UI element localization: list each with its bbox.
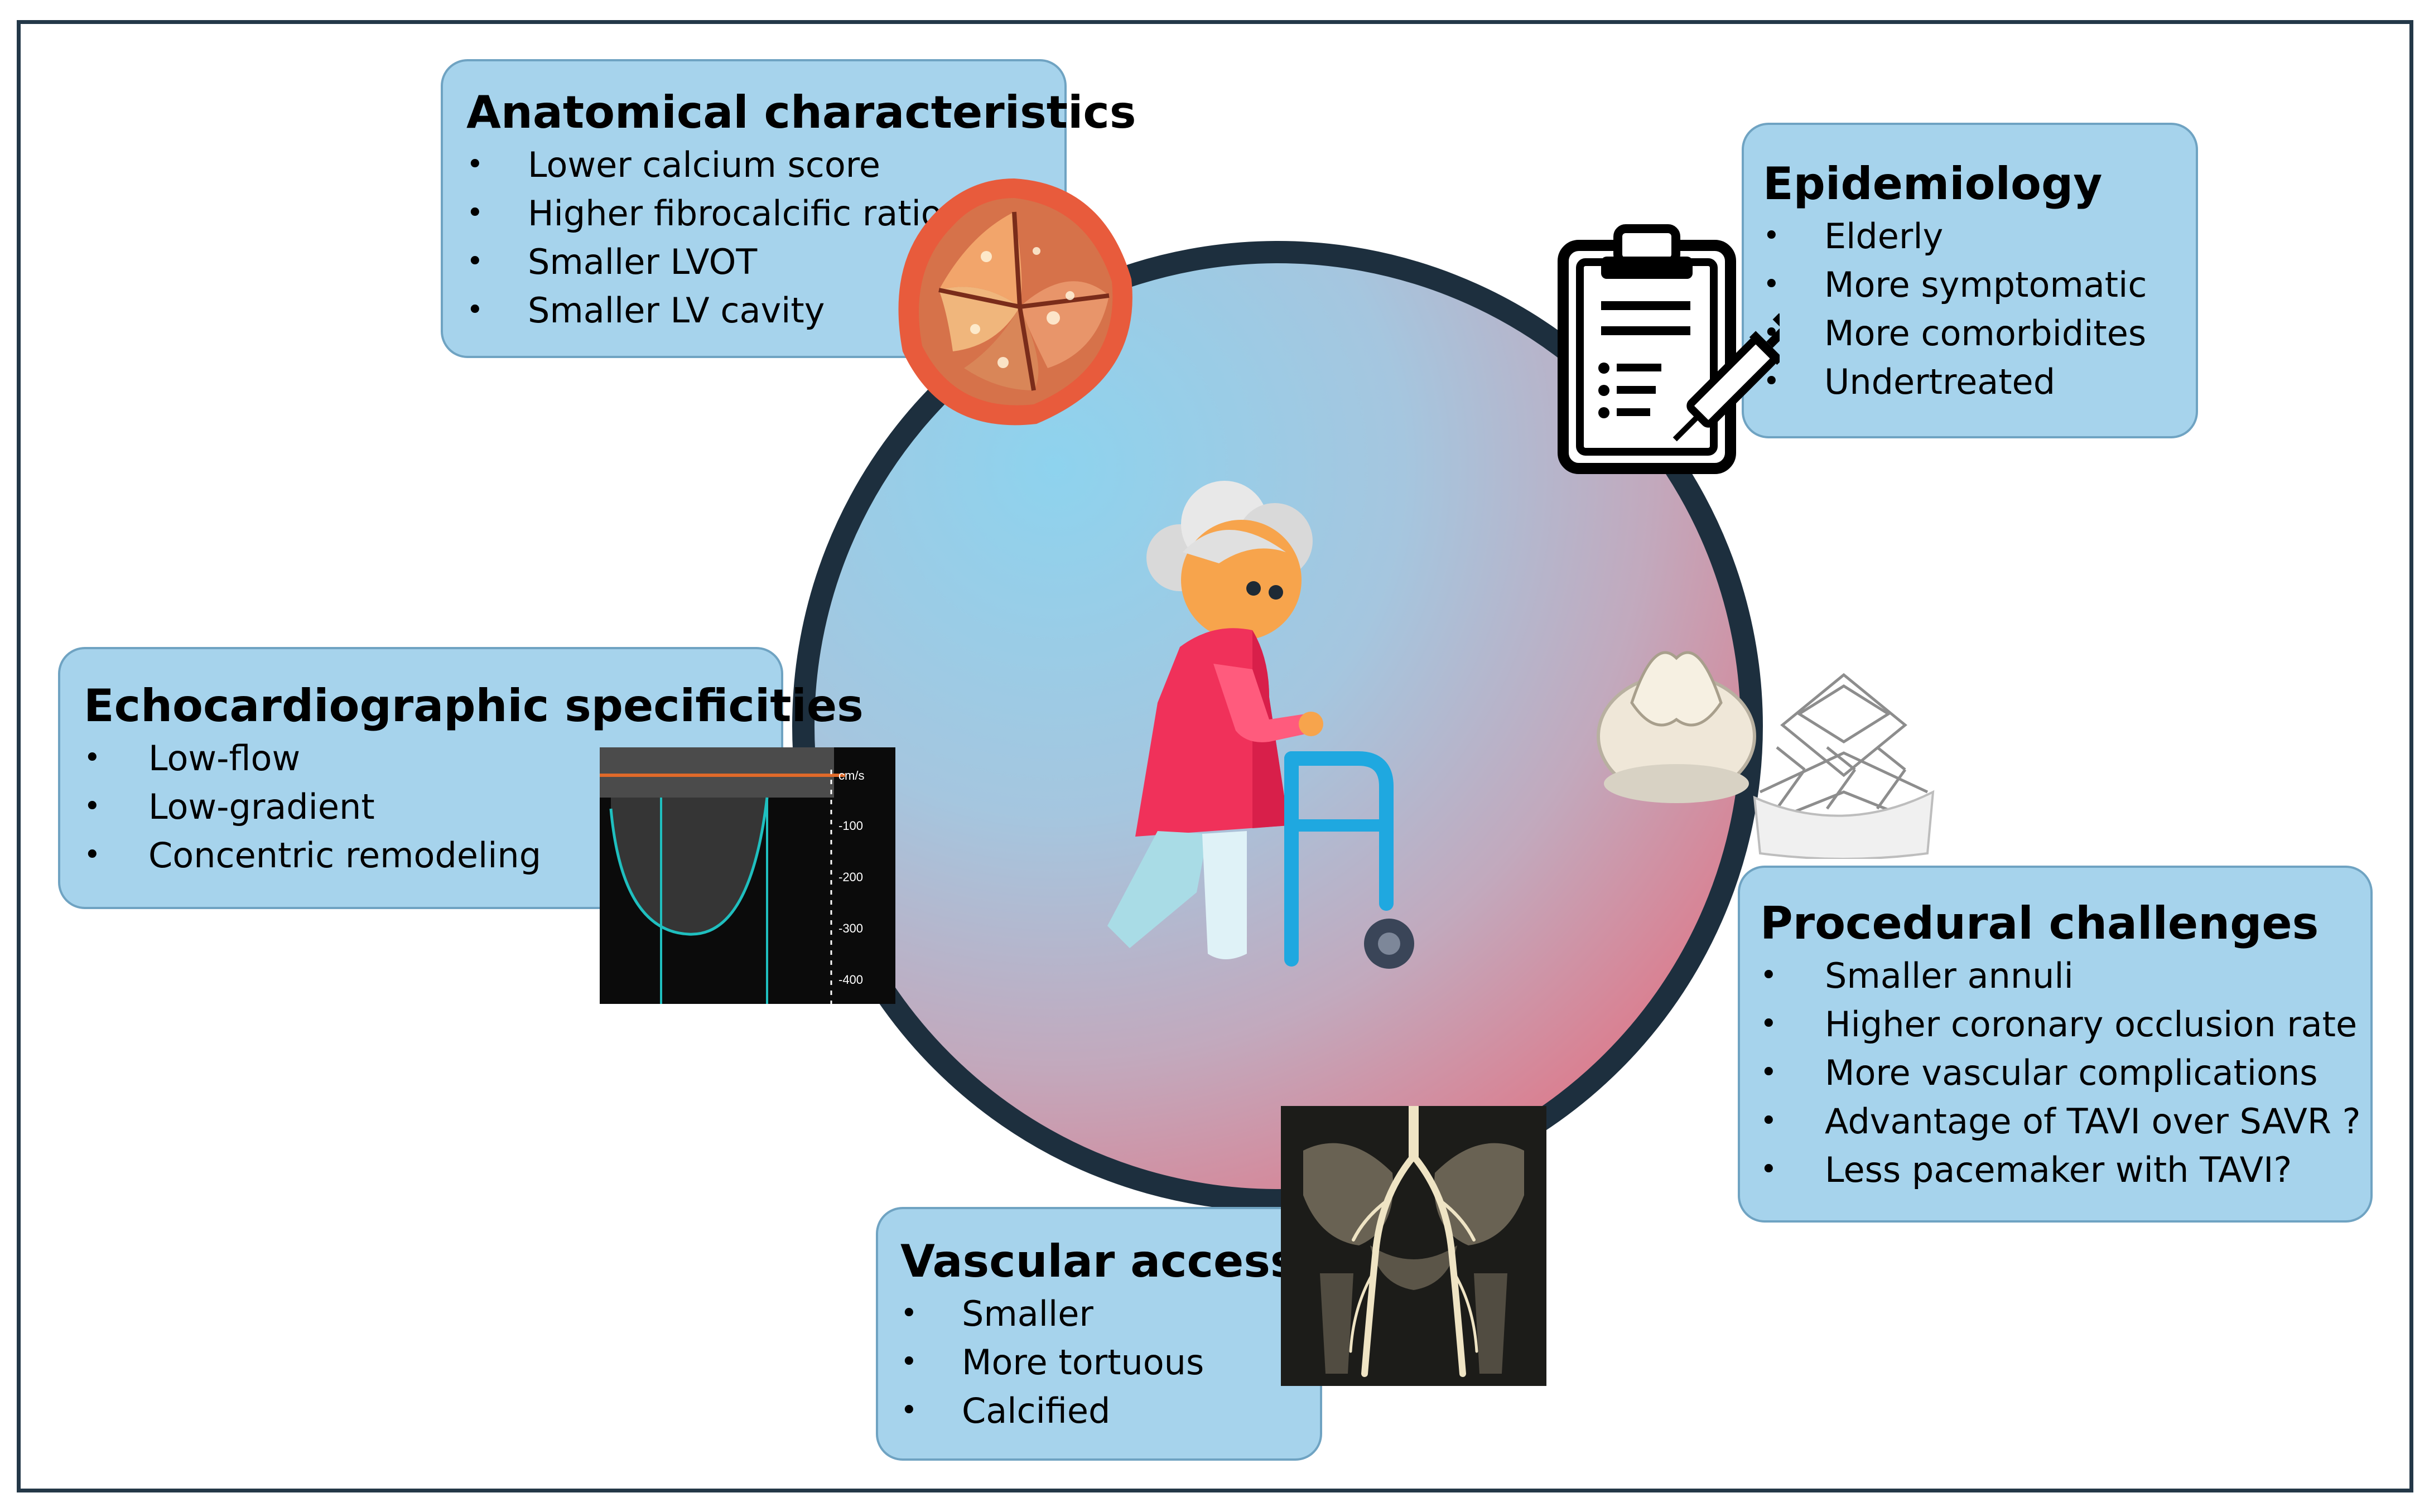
list-item: Smaller: [900, 1289, 1320, 1338]
echocardiographic-specificities-list: Low-flow Low-gradient Concentric remodel…: [84, 734, 781, 880]
anatomical-characteristics-list: Lower calcium score Higher fibrocalcific…: [466, 141, 1064, 335]
list-item: More comorbidites: [1763, 309, 2196, 358]
doppler-trace: cm/s -100 -200 -300 -400: [600, 747, 895, 1004]
list-item: More symptomatic: [1763, 260, 2196, 309]
list-item: Lower calcium score: [466, 141, 1064, 189]
doppler-echocardiography-image: cm/s -100 -200 -300 -400: [600, 747, 895, 1004]
doppler-tick-label: -100: [838, 819, 863, 833]
list-item: More tortuous: [900, 1338, 1320, 1387]
anatomical-characteristics-title: Anatomical characteristics: [466, 86, 1136, 138]
list-item: Higher fibrocalcific ratio: [466, 189, 1064, 238]
epidemiology-title: Epidemiology: [1763, 158, 2103, 210]
clipboard-syringe-icon: [1558, 224, 1780, 474]
procedural-challenges-box: Procedural challenges Smaller annuli Hig…: [1738, 866, 2373, 1223]
list-item: Concentric remodeling: [84, 831, 781, 880]
vascular-access-title: Vascular access: [900, 1235, 1297, 1287]
list-item: Smaller annuli: [1760, 951, 2370, 1000]
epidemiology-box: Epidemiology Elderly More symptomatic Mo…: [1742, 123, 2198, 438]
iliofemoral-ct-angiography-image: [1281, 1106, 1546, 1386]
list-item: Higher coronary occlusion rate: [1760, 1000, 2370, 1049]
vascular-access-box: Vascular access Smaller More tortuous Ca…: [876, 1207, 1322, 1461]
angiography-render: [1281, 1106, 1546, 1386]
list-item: Advantage of TAVI over SAVR ?: [1760, 1097, 2370, 1146]
doppler-tick-label: -300: [838, 921, 863, 935]
epidemiology-list: Elderly More symptomatic More comorbidit…: [1763, 212, 2196, 406]
procedural-challenges-title: Procedural challenges: [1760, 897, 2319, 949]
list-item: Less pacemaker with TAVI?: [1760, 1146, 2370, 1194]
list-item: More vascular complications: [1760, 1049, 2370, 1097]
list-item: Low-gradient: [84, 782, 781, 831]
prosthetic-valves-image: [1597, 651, 1935, 859]
procedural-challenges-list: Smaller annuli Higher coronary occlusion…: [1760, 951, 2370, 1194]
elderly-woman-with-walker-icon: [1107, 481, 1414, 969]
doppler-unit-label: cm/s: [838, 769, 864, 782]
list-item: Low-flow: [84, 734, 781, 782]
echocardiographic-specificities-title: Echocardiographic specificities: [84, 680, 864, 732]
list-item: Undertreated: [1763, 358, 2196, 406]
vascular-access-list: Smaller More tortuous Calcified: [900, 1289, 1320, 1435]
list-item: Calcified: [900, 1387, 1320, 1435]
list-item: Smaller LVOT: [466, 238, 1064, 286]
list-item: Smaller LV cavity: [466, 286, 1064, 335]
doppler-tick-label: -200: [838, 870, 863, 884]
doppler-tick-label: -400: [838, 973, 863, 987]
diagram-frame: [17, 20, 2413, 1492]
calcified-aortic-valve-image: [898, 178, 1132, 426]
list-item: Elderly: [1763, 212, 2196, 260]
